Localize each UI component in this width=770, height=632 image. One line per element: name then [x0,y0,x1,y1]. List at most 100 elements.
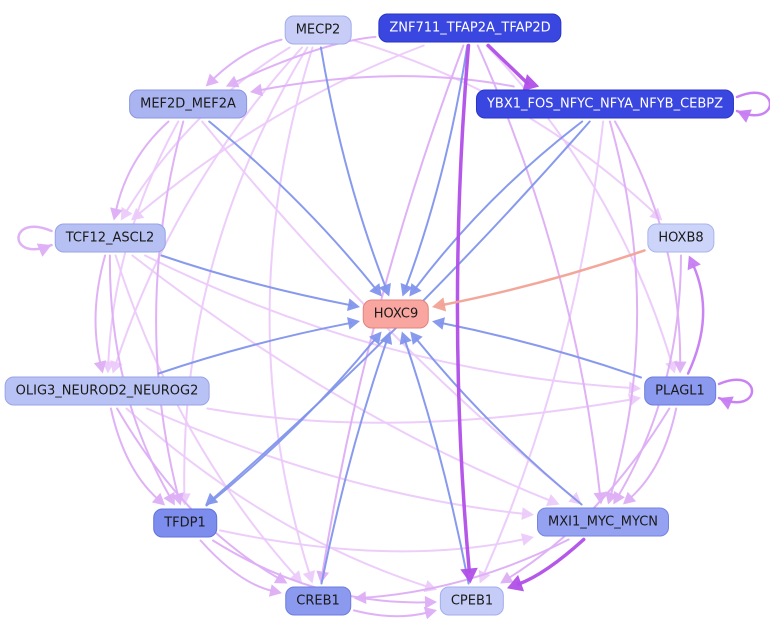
arrowhead [432,317,445,330]
node-hoxc9-focus[interactable]: HOXC9 [362,299,430,329]
arrowhead [205,492,219,506]
edge-MEF2D_MEF2A-HOXC9[interactable] [208,120,378,291]
arrowhead [628,381,641,395]
arrowhead [719,396,734,410]
edge-TCF12_ASCL2-TCF12_ASCL2[interactable] [17,225,53,251]
edge-MEF2D_MEF2A-TCF12_ASCL2[interactable] [114,120,170,213]
edge-TFDP1-MXI1_MYC_MYCN[interactable] [219,529,527,553]
arrowhead [665,360,678,374]
arrowhead [120,206,133,221]
arrowhead [737,109,752,123]
arrowhead [369,331,382,345]
arrowhead [110,207,123,221]
arrowhead [687,255,701,271]
node-znf711-tfap2a-tfap2d[interactable]: ZNF711_TFAP2A_TFAP2D [378,13,562,43]
edge-YBX1_FOS_NFYC_NFYA_NFYB_CEBPZ-MXI1_MYC_MYCN[interactable] [608,120,639,497]
arrowhead [302,570,315,584]
arrowhead [424,595,437,609]
edge-PLAGL1-MXI1_MYC_MYCN[interactable] [628,407,678,500]
edge-ZNF711_TFAP2A_TFAP2D-MEF2D_MEF2A[interactable] [233,35,377,84]
arrowhead [460,567,478,584]
edge-TFDP1-CREB1[interactable] [199,539,275,593]
node-ybx1-fos-nfyc-nfya-nfyb-cebpz[interactable]: YBX1_FOS_NFYC_NFYA_NFYB_CEBPZ [475,89,735,119]
edge-MXI1_MYC_MYCN-CPEB1[interactable] [516,537,586,586]
arrowhead [93,360,107,374]
arrowhead [36,243,52,257]
edge-OLIG3_NEUROD2_NEUROG2-HOXC9[interactable] [157,321,353,375]
edge-ZNF711_TFAP2A_TFAP2D-TCF12_ASCL2[interactable] [136,44,425,216]
arrowhead [399,331,412,345]
arrowhead [507,574,525,592]
node-hoxb8[interactable]: HOXB8 [647,223,715,253]
edge-MECP2-CREB1[interactable] [268,46,314,576]
edge-TCF12_ASCL2-MXI1_MYC_MYCN[interactable] [131,254,553,503]
arrowhead [347,317,360,330]
edge-OLIG3_NEUROD2_NEUROG2-CREB1[interactable] [116,407,281,580]
edge-TFDP1-HOXC9[interactable] [205,337,377,507]
edge-OLIG3_NEUROD2_NEUROG2-TFDP1[interactable] [109,407,160,501]
node-tfdp1[interactable]: TFDP1 [153,508,217,538]
arrowhead [522,74,540,92]
edge-PLAGL1-CPEB1[interactable] [506,407,671,580]
edge-CREB1-CPEB1[interactable] [353,609,430,618]
arrowhead [151,492,166,506]
edge-MXI1_MYC_MYCN-HOXC9[interactable] [414,337,583,506]
arrowhead [673,361,687,374]
node-mef2d-mef2a[interactable]: MEF2D_MEF2A [129,89,247,119]
arrowhead [410,331,423,345]
arrowhead [622,491,637,505]
edge-MECP2-OLIG3_NEUROD2_NEUROG2[interactable] [114,46,303,366]
node-mxi1-myc-mycn[interactable]: MXI1_MYC_MYCN [537,507,669,537]
edge-HOXB8-HOXC9[interactable] [440,249,646,307]
arrowhead [613,490,625,505]
edge-PLAGL1-HOXB8[interactable] [686,263,705,375]
arrowhead [478,569,491,584]
arrowhead [593,491,607,505]
arrowhead [546,494,560,506]
arrowhead [250,83,263,97]
arrowhead [400,283,413,297]
arrowhead [225,75,240,88]
edge-OLIG3_NEUROD2_NEUROG2-PLAGL1[interactable] [206,398,634,424]
node-creb1[interactable]: CREB1 [285,586,351,616]
arrowhead [380,331,393,345]
arrowhead [289,570,303,584]
edge-ZNF711_TFAP2A_TFAP2D-HOXC9[interactable] [404,44,469,290]
arrowhead [273,572,288,584]
edge-OLIG3_NEUROD2_NEUROG2-CPEB1[interactable] [125,407,430,588]
arrowhead [521,507,534,520]
edge-YBX1_FOS_NFYC_NFYA_NFYB_CEBPZ-CPEB1[interactable] [482,120,605,577]
edge-YBX1_FOS_NFYC_NFYA_NFYB_CEBPZ-HOXC9[interactable] [413,120,584,291]
node-plagl1[interactable]: PLAGL1 [644,376,716,406]
edge-YBX1_FOS_NFYC_NFYA_NFYB_CEBPZ-MEF2D_MEF2A[interactable] [257,75,515,92]
arrowhead [347,298,360,311]
edge-PLAGL1-HOXC9[interactable] [439,321,642,379]
edge-ZNF711_TFAP2A_TFAP2D-CPEB1[interactable] [455,43,472,574]
node-cpeb1[interactable]: CPEB1 [439,586,505,616]
arrowhead [409,283,422,297]
edge-TCF12_ASCL2-OLIG3_NEUROD2_NEUROG2[interactable] [94,254,107,366]
node-mecp2[interactable]: MECP2 [284,15,352,45]
edge-ZNF711_TFAP2A_TFAP2D-PLAGL1[interactable] [485,44,674,366]
edge-PLAGL1-PLAGL1[interactable] [717,378,754,404]
arrowhead [369,283,382,297]
edge-MECP2-MEF2D_MEF2A[interactable] [211,38,283,82]
arrowhead [268,584,282,597]
edge-CREB1-HOXC9[interactable] [320,339,388,585]
edge-MECP2-TFDP1[interactable] [183,46,309,498]
edge-CPEB1-HOXC9[interactable] [403,339,470,585]
arrowhead [163,491,175,506]
arrowhead [432,297,447,312]
arrowhead [354,591,367,604]
edge-ZNF711_TFAP2A_TFAP2D-YBX1_FOS_NFYC_NFYA_NFYB_CEBPZ[interactable] [486,43,530,86]
node-tcf12-ascl2[interactable]: TCF12_ASCL2 [54,223,166,253]
edge-MECP2-HOXC9[interactable] [319,46,387,290]
edge-TCF12_ASCL2-HOXC9[interactable] [160,254,353,307]
node-olig3-neurod2-neurog2[interactable]: OLIG3_NEUROD2_NEUROG2 [4,376,210,406]
arrowhead [378,283,391,297]
arrowhead [423,606,437,620]
arrowhead [520,533,534,546]
edge-MEF2D_MEF2A-TFDP1[interactable] [155,120,185,498]
arrowhead [205,73,219,87]
edge-MECP2-TCF12_ASCL2[interactable] [124,46,291,214]
